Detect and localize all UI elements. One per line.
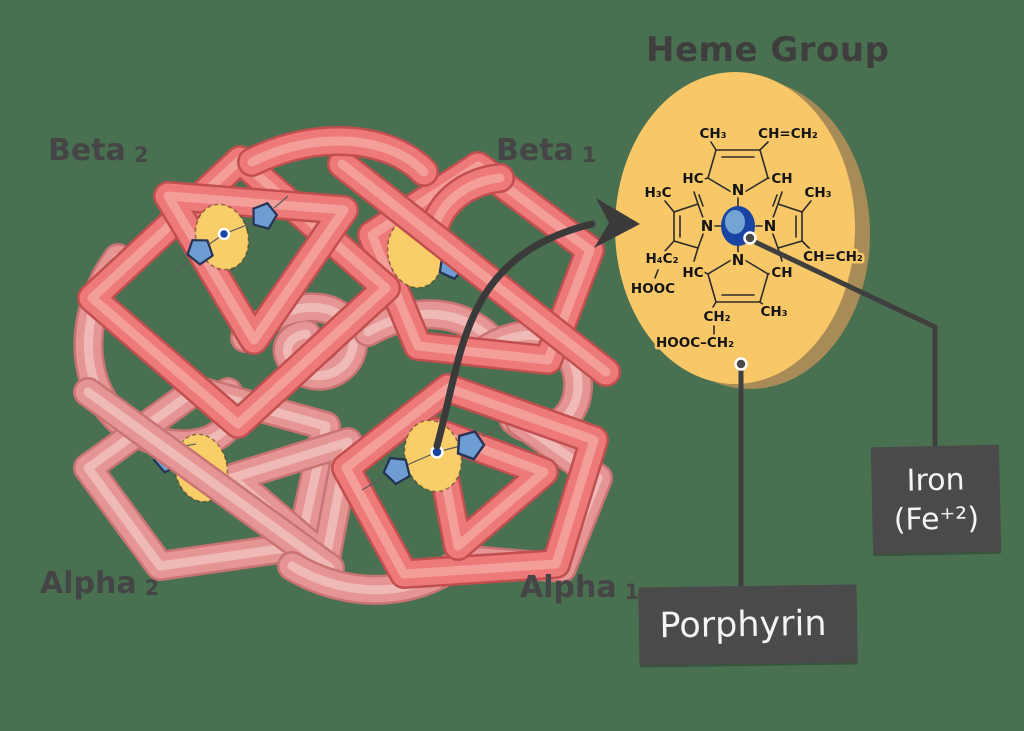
nitrogen-right: N bbox=[764, 217, 777, 235]
heme-disc-alpha1 bbox=[361, 419, 503, 493]
bridge-ch-lr: CH bbox=[771, 265, 792, 281]
subunit-number: 2 bbox=[144, 576, 160, 600]
subunit-number: 2 bbox=[133, 143, 149, 167]
group-methylene-bottom: CH₂ bbox=[703, 309, 730, 325]
bridge-hc-ul: HC bbox=[682, 171, 703, 187]
iron-inner bbox=[725, 210, 745, 234]
iron-connector-line bbox=[751, 238, 938, 449]
zoom-arrow bbox=[433, 198, 640, 450]
porphyrin-label: Porphyrin bbox=[659, 603, 827, 647]
group-acid-left: HOOC bbox=[631, 281, 675, 297]
subunit-number: 1 bbox=[624, 580, 640, 604]
subunit-number: 1 bbox=[581, 143, 597, 167]
group-acid-chain-bottom: HOOC–CH₂ bbox=[656, 335, 734, 351]
group-methyl-tl: CH₃ bbox=[699, 126, 726, 142]
iron-label-line2: (Fe⁺²) bbox=[893, 500, 980, 538]
group-vinyl-tr: CH=CH₂ bbox=[758, 126, 818, 142]
hemoglobin-protein bbox=[88, 141, 606, 590]
nitrogen-left: N bbox=[701, 217, 714, 235]
iron-connector-dot bbox=[743, 231, 757, 245]
page-title: Heme Group bbox=[646, 30, 890, 70]
zoom-arrow-line bbox=[433, 220, 596, 450]
group-methyl-left: H₃C bbox=[644, 185, 671, 201]
nitrogen-top: N bbox=[732, 181, 745, 199]
bridge-ch-ur: CH bbox=[771, 171, 792, 187]
iron-label-line1: Iron bbox=[906, 461, 965, 499]
porphyrin-callout-box: Porphyrin bbox=[638, 584, 858, 666]
nitrogen-bottom: N bbox=[732, 251, 745, 269]
subunit-name: Alpha bbox=[40, 566, 137, 601]
subunit-label-beta2: Beta 2 bbox=[48, 133, 148, 168]
chemical-labels: CH₃ CH=CH₂ HC CH H₃C CH₃ N N N N CH=CH₂ … bbox=[628, 124, 865, 354]
subunit-name: Alpha bbox=[520, 570, 617, 605]
subunit-name: Beta bbox=[496, 133, 574, 168]
heme-group-circle: CH₃ CH=CH₂ HC CH H₃C CH₃ N N N N CH=CH₂ … bbox=[615, 72, 870, 389]
iron-callout-box: Iron (Fe⁺²) bbox=[870, 444, 1002, 555]
bridge-hc-ll: HC bbox=[682, 265, 703, 281]
group-methyl-right: CH₃ bbox=[804, 185, 831, 201]
group-ethyl-ll: H₄C₂ bbox=[645, 251, 678, 267]
group-vinyl-right: CH=CH₂ bbox=[803, 249, 863, 265]
heme-disc-beta2 bbox=[175, 195, 289, 273]
group-methyl-br: CH₃ bbox=[760, 304, 787, 320]
porphyrin-connector-dot bbox=[734, 357, 748, 371]
subunit-label-alpha2: Alpha 2 bbox=[40, 566, 159, 601]
subunit-name: Beta bbox=[48, 133, 126, 168]
subunit-label-beta1: Beta 1 bbox=[496, 133, 596, 168]
callout-connectors bbox=[734, 231, 938, 588]
iron-dot bbox=[217, 227, 231, 241]
subunit-label-alpha1: Alpha 1 bbox=[520, 570, 639, 605]
zoom-arrow-head bbox=[594, 198, 640, 248]
